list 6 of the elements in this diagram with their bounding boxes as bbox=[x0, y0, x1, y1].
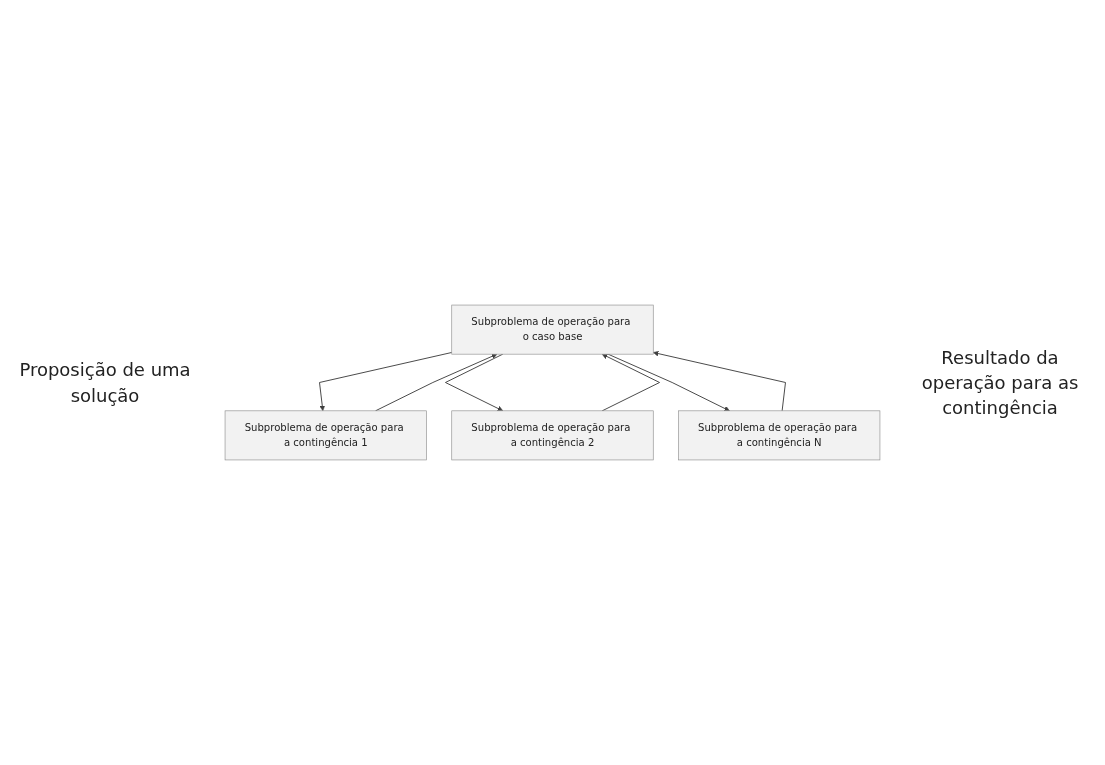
node-box: Subproblema de operação para a contingência N bbox=[678, 410, 881, 461]
node-box: Subproblema de operação para a contingência 2 bbox=[451, 410, 654, 461]
side-note: Resultado da operação para as contingência bbox=[920, 345, 1080, 421]
side-note: Proposição de uma solução bbox=[18, 358, 192, 408]
node-box: Subproblema de operação para o caso base bbox=[451, 304, 654, 355]
node-box: Subproblema de operação para a contingência 1 bbox=[224, 410, 427, 461]
